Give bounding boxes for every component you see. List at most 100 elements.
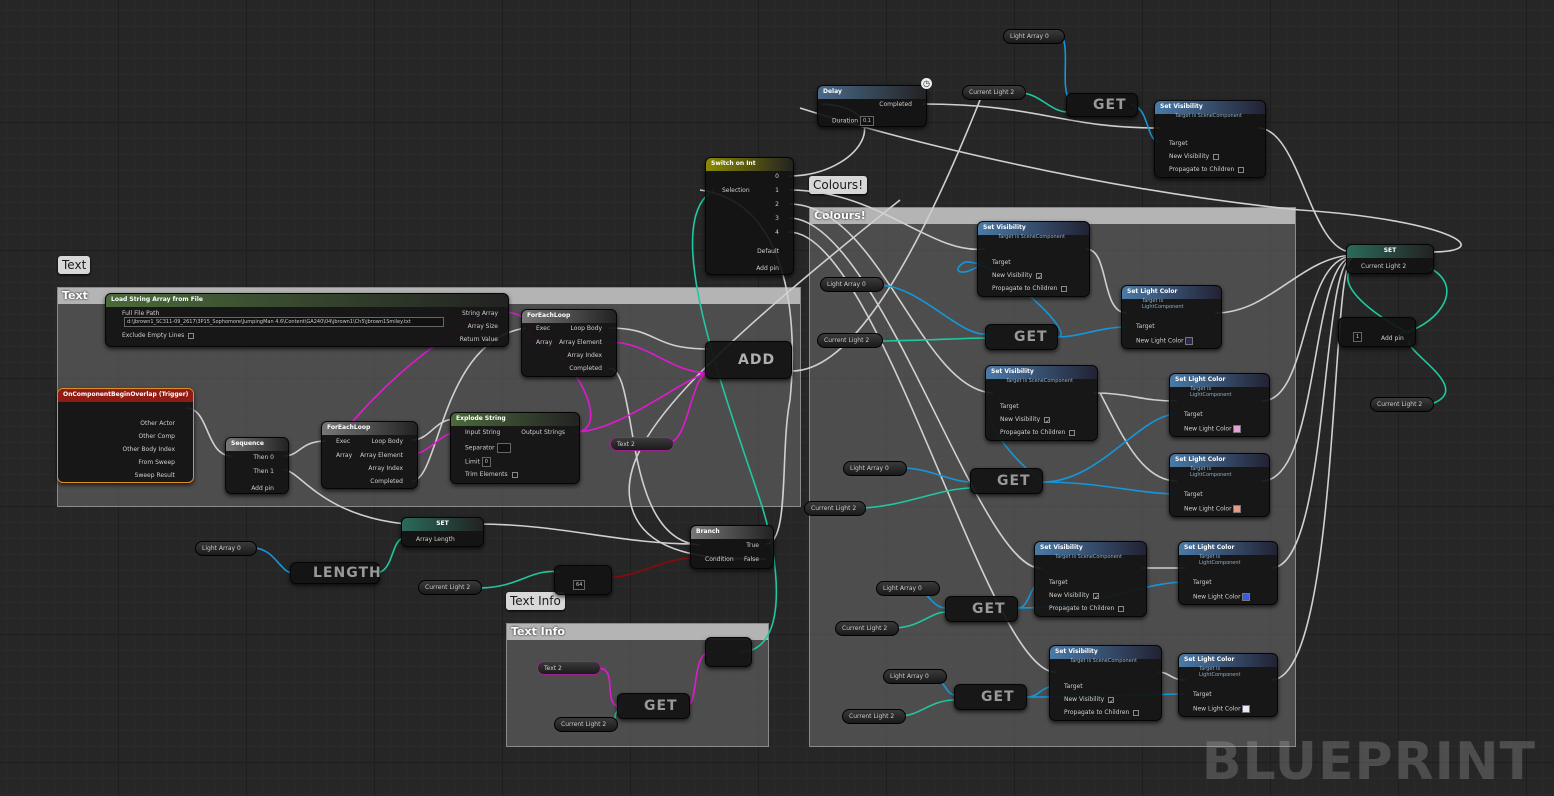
node-set-light-color-1[interactable]: Set Light Color Target is LightComponent… xyxy=(1121,285,1222,349)
new-visibility-pin[interactable]: New Visibility✓ xyxy=(1000,416,1051,425)
node-get-top[interactable]: GET xyxy=(1066,93,1138,117)
other-comp-pin[interactable]: Other Comp xyxy=(138,433,175,440)
target-pin[interactable]: Target xyxy=(1136,323,1155,330)
node-set-current-light[interactable]: SET Current Light 2 xyxy=(1346,244,1434,274)
node-print-string[interactable] xyxy=(705,637,752,667)
true-pin[interactable]: True xyxy=(746,542,759,549)
node-get-2[interactable]: GET xyxy=(970,468,1043,494)
node-add-array[interactable]: ADD xyxy=(705,341,792,379)
limit-pin[interactable]: Limit 0 xyxy=(465,457,491,467)
node-set-light-color-2[interactable]: Set Light Color Target is LightComponent… xyxy=(1169,373,1270,437)
trim-elements-pin[interactable]: Trim Elements xyxy=(465,471,518,479)
default-pin[interactable]: Default xyxy=(757,248,779,255)
new-visibility-pin[interactable]: New Visibility xyxy=(1169,153,1220,161)
new-light-color-pin[interactable]: New Light Color xyxy=(1184,425,1242,434)
propagate-pin[interactable]: Propagate to Children xyxy=(1000,429,1076,437)
sweep-result-pin[interactable]: Sweep Result xyxy=(134,472,175,479)
node-foreach-loop-1[interactable]: ForEachLoop Exec Array Loop Body Array E… xyxy=(321,421,418,489)
return-value-pin[interactable]: Return Value xyxy=(459,336,498,343)
then-1-pin[interactable]: Then 1 xyxy=(253,468,274,475)
switch-out-3[interactable]: 3 xyxy=(775,215,779,222)
node-branch[interactable]: Branch Condition True False xyxy=(690,525,774,569)
node-set-light-color-5[interactable]: Set Light Color Target is LightComponent… xyxy=(1178,653,1278,717)
other-body-index-pin[interactable]: Other Body Index xyxy=(122,446,175,453)
node-get-1[interactable]: GET xyxy=(985,324,1058,350)
exec-pin[interactable]: Exec xyxy=(536,325,551,332)
array-index-pin[interactable]: Array Index xyxy=(567,352,602,359)
target-pin[interactable]: Target xyxy=(1184,411,1203,418)
target-pin[interactable]: Target xyxy=(1049,579,1068,586)
condition-pin[interactable]: Condition xyxy=(705,556,734,563)
completed-pin[interactable]: Completed xyxy=(569,365,602,372)
full-path-input[interactable]: d:\jbrown1_SC311-09_2617\3P15_Sophomore\… xyxy=(124,317,444,327)
var-light-array-top[interactable]: Light Array 0 xyxy=(1003,29,1065,44)
new-light-color-pin[interactable]: New Light Color xyxy=(1184,505,1242,514)
node-set-visibility-4[interactable]: Set Visibility Target is SceneComponent … xyxy=(1049,645,1162,721)
target-pin[interactable]: Target xyxy=(1193,691,1212,698)
node-set-array-length[interactable]: SET Array Length xyxy=(401,517,484,547)
var-text2[interactable]: Text 2 xyxy=(610,437,674,451)
node-set-light-color-4[interactable]: Set Light Color Target is LightComponent… xyxy=(1178,541,1278,605)
var-current-light-top[interactable]: Current Light 2 xyxy=(962,85,1026,100)
completed-pin[interactable]: Completed xyxy=(879,101,912,108)
node-explode-string[interactable]: Explode String Input String Separator Li… xyxy=(450,412,580,484)
var-current-light-3[interactable]: Current Light 2 xyxy=(835,621,899,636)
from-sweep-pin[interactable]: From Sweep xyxy=(138,459,175,466)
target-pin[interactable]: Target xyxy=(1169,140,1188,147)
array-size-pin[interactable]: Array Size xyxy=(467,323,498,330)
propagate-pin[interactable]: Propagate to Children xyxy=(1049,605,1125,613)
node-switch-on-int[interactable]: Switch on Int Selection 0 1 2 3 4 Defaul… xyxy=(705,157,794,275)
propagate-pin[interactable]: Propagate to Children xyxy=(1169,166,1245,174)
bubble-text[interactable]: Text xyxy=(58,256,91,274)
var-current-light-bottom[interactable]: Current Light 2 xyxy=(418,580,482,595)
exclude-checkbox[interactable] xyxy=(188,332,195,339)
node-delay[interactable]: Delay Completed Duration 0.1 ◷ xyxy=(817,78,932,127)
compare-value-input[interactable]: 64 xyxy=(573,580,586,590)
new-visibility-pin[interactable]: New Visibility✓ xyxy=(1064,696,1115,705)
add-value-input[interactable]: 1 xyxy=(1353,332,1363,342)
other-actor-pin[interactable]: Other Actor xyxy=(140,420,175,427)
node-foreach-loop-2[interactable]: ForEachLoop Exec Array Loop Body Array E… xyxy=(521,309,617,377)
var-light-array-bottom[interactable]: Light Array 0 xyxy=(195,541,257,556)
array-index-pin[interactable]: Array Index xyxy=(368,465,403,472)
bubble-text-info[interactable]: Text Info xyxy=(506,592,565,610)
target-pin[interactable]: Target xyxy=(1184,491,1203,498)
node-sequence[interactable]: Sequence Then 0 Then 1 Add pin xyxy=(225,437,289,494)
new-light-color-pin[interactable]: New Light Color xyxy=(1136,337,1194,346)
add-pin-button[interactable]: Add pin xyxy=(251,485,274,492)
target-pin[interactable]: Target xyxy=(1193,579,1212,586)
var-current-light-1[interactable]: Current Light 2 xyxy=(817,333,883,348)
add-pin-button[interactable]: Add pin xyxy=(1381,335,1404,342)
propagate-pin[interactable]: Propagate to Children xyxy=(1064,709,1140,717)
target-pin[interactable]: Target xyxy=(1064,683,1083,690)
separator-pin[interactable]: Separator xyxy=(465,443,511,453)
exec-pin[interactable]: Exec xyxy=(336,438,351,445)
array-element-pin[interactable]: Array Element xyxy=(360,452,403,459)
array-pin[interactable]: Array xyxy=(336,452,353,459)
array-length-pin[interactable]: Array Length xyxy=(416,536,455,543)
var-text2-info[interactable]: Text 2 xyxy=(537,661,601,675)
bubble-colours[interactable]: Colours! xyxy=(809,176,867,194)
node-get-3[interactable]: GET xyxy=(945,596,1018,622)
node-add-int[interactable]: 1 Add pin xyxy=(1338,317,1416,347)
add-pin-button[interactable]: Add pin xyxy=(756,265,779,272)
duration-pin[interactable]: Duration 0.1 xyxy=(832,116,874,126)
var-light-array-1[interactable]: Light Array 0 xyxy=(820,277,884,292)
var-current-light-4[interactable]: Current Light 2 xyxy=(842,709,906,724)
array-pin[interactable]: Array xyxy=(536,339,553,346)
var-light-array-2[interactable]: Light Array 0 xyxy=(843,461,907,476)
then-0-pin[interactable]: Then 0 xyxy=(253,454,274,461)
new-light-color-pin[interactable]: New Light Color xyxy=(1193,593,1251,602)
var-current-light-right[interactable]: Current Light 2 xyxy=(1370,397,1434,412)
node-set-light-color-3[interactable]: Set Light Color Target is LightComponent… xyxy=(1169,453,1270,517)
current-light-pin[interactable]: Current Light 2 xyxy=(1361,263,1407,270)
false-pin[interactable]: False xyxy=(743,556,759,563)
loop-body-pin[interactable]: Loop Body xyxy=(371,438,403,445)
node-begin-overlap-event[interactable]: OnComponentBeginOverlap (Trigger) Other … xyxy=(57,388,194,483)
new-visibility-pin[interactable]: New Visibility✓ xyxy=(992,272,1043,281)
switch-out-2[interactable]: 2 xyxy=(775,201,779,208)
target-pin[interactable]: Target xyxy=(992,259,1011,266)
node-length[interactable]: LENGTH xyxy=(290,562,381,584)
node-compare[interactable]: 64 xyxy=(554,565,612,595)
output-strings-pin[interactable]: Output Strings xyxy=(521,429,565,436)
